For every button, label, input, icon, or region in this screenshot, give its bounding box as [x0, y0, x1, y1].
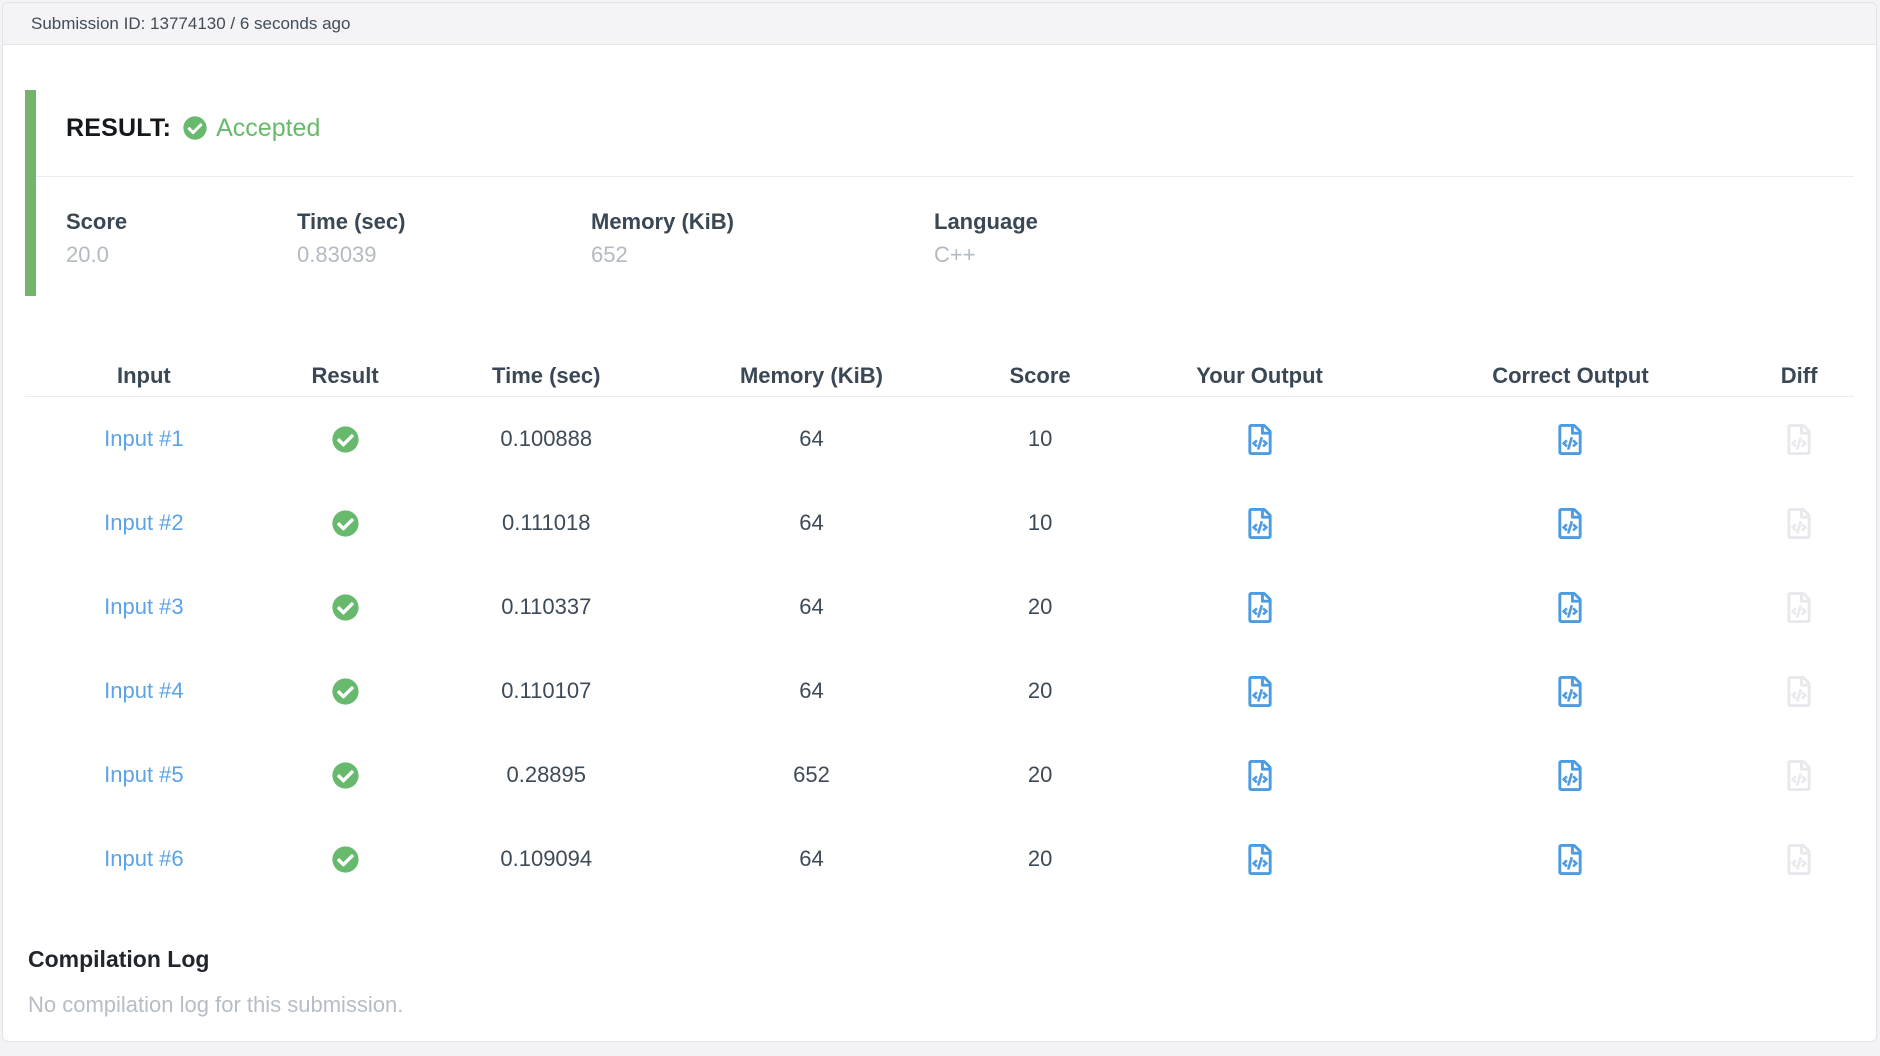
stat-time-value: 0.83039	[297, 242, 377, 267]
case-memory: 652	[793, 762, 830, 787]
stat-language: Language C++	[934, 206, 1038, 272]
case-memory: 64	[799, 678, 824, 703]
col-header-time: Time (sec)	[492, 362, 601, 388]
case-time: 0.111018	[502, 510, 591, 535]
your-output-file-icon[interactable]	[1248, 844, 1272, 875]
case-memory: 64	[799, 426, 824, 451]
table-row: Input #6 0.109094 64 20	[25, 817, 1854, 901]
table-row: Input #5 0.28895 652 20	[25, 733, 1854, 817]
case-time: 0.109094	[500, 846, 593, 871]
diff-file-icon	[1787, 592, 1811, 623]
case-memory: 64	[799, 510, 824, 535]
compilation-log-heading: Compilation Log	[28, 946, 210, 972]
result-heading: RESULT: Accepted	[36, 110, 1854, 146]
col-header-result: Result	[311, 362, 379, 388]
accepted-check-icon	[332, 762, 359, 789]
correct-output-file-icon[interactable]	[1558, 424, 1582, 455]
case-score: 10	[1027, 426, 1053, 451]
stat-time: Time (sec) 0.83039	[297, 206, 591, 272]
compilation-log-message: No compilation log for this submission.	[28, 992, 404, 1017]
diff-file-icon	[1787, 424, 1811, 455]
verdict-text: Accepted	[216, 113, 321, 142]
correct-output-file-icon[interactable]	[1558, 760, 1582, 791]
case-memory: 64	[799, 846, 824, 871]
case-score: 20	[1027, 846, 1053, 871]
result-stats: Score 20.0 Time (sec) 0.83039 Memory (Ki…	[36, 206, 1854, 272]
case-time: 0.28895	[506, 762, 587, 787]
col-header-diff: Diff	[1780, 362, 1818, 388]
accepted-check-icon	[332, 846, 359, 873]
verdict-wrap: Accepted	[183, 114, 320, 143]
diff-file-icon	[1787, 760, 1811, 791]
your-output-file-icon[interactable]	[1248, 592, 1272, 623]
table-row: Input #2 0.111018 64 10	[25, 481, 1854, 565]
correct-output-file-icon[interactable]	[1558, 592, 1582, 623]
your-output-file-icon[interactable]	[1248, 508, 1272, 539]
col-header-score: Score	[1009, 362, 1071, 388]
diff-file-icon	[1787, 508, 1811, 539]
stat-language-value: C++	[934, 242, 976, 267]
accepted-check-icon	[332, 678, 359, 705]
case-time: 0.100888	[500, 426, 593, 451]
table-row: Input #4 0.110107 64 20	[25, 649, 1854, 733]
case-score: 20	[1027, 594, 1053, 619]
case-score: 10	[1027, 510, 1053, 535]
correct-output-file-icon[interactable]	[1558, 676, 1582, 707]
diff-file-icon	[1787, 676, 1811, 707]
test-cases-table: Input Result Time (sec) Memory (KiB) Sco…	[25, 355, 1854, 901]
result-block: RESULT: Accepted Score 20.0 Time (sec) 0…	[25, 90, 1854, 296]
diff-file-icon	[1787, 844, 1811, 875]
input-link[interactable]: Input #2	[104, 510, 184, 535]
accepted-check-icon	[332, 510, 359, 537]
stat-score: Score 20.0	[66, 206, 297, 272]
correct-output-file-icon[interactable]	[1558, 844, 1582, 875]
your-output-file-icon[interactable]	[1248, 760, 1272, 791]
accepted-check-icon	[332, 426, 359, 453]
case-memory: 64	[799, 594, 824, 619]
result-divider	[36, 176, 1854, 177]
table-row: Input #1 0.100888 64 10	[25, 397, 1854, 481]
accepted-check-icon	[332, 594, 359, 621]
col-header-your-output: Your Output	[1196, 362, 1323, 388]
submission-header-bar: Submission ID: 13774130 / 6 seconds ago	[3, 3, 1876, 45]
input-link[interactable]: Input #5	[104, 762, 184, 787]
your-output-file-icon[interactable]	[1248, 676, 1272, 707]
panel-body: RESULT: Accepted Score 20.0 Time (sec) 0…	[3, 90, 1876, 1021]
stat-memory-label: Memory (KiB)	[591, 209, 735, 234]
input-link[interactable]: Input #3	[104, 594, 184, 619]
stat-time-label: Time (sec)	[297, 209, 406, 234]
your-output-file-icon[interactable]	[1248, 424, 1272, 455]
col-header-input: Input	[117, 362, 171, 388]
check-circle-icon	[183, 116, 207, 140]
input-link[interactable]: Input #4	[104, 678, 184, 703]
case-score: 20	[1027, 678, 1053, 703]
stat-memory: Memory (KiB) 652	[591, 206, 934, 272]
stat-memory-value: 652	[591, 242, 628, 267]
case-score: 20	[1027, 762, 1053, 787]
submission-id-text: Submission ID: 13774130 / 6 seconds ago	[31, 13, 351, 33]
input-link[interactable]: Input #1	[104, 426, 184, 451]
stat-language-label: Language	[934, 209, 1038, 234]
stat-score-value: 20.0	[66, 242, 109, 267]
table-header-row: Input Result Time (sec) Memory (KiB) Sco…	[25, 355, 1854, 397]
table-row: Input #3 0.110337 64 20	[25, 565, 1854, 649]
col-header-correct-output: Correct Output	[1492, 362, 1649, 388]
input-link[interactable]: Input #6	[104, 846, 184, 871]
correct-output-file-icon[interactable]	[1558, 508, 1582, 539]
result-label: RESULT:	[66, 113, 172, 142]
case-time: 0.110107	[501, 678, 592, 703]
compilation-log-section: Compilation Log No compilation log for t…	[25, 943, 1854, 1021]
stat-score-label: Score	[66, 209, 128, 234]
case-time: 0.110337	[501, 594, 592, 619]
col-header-memory: Memory (KiB)	[739, 362, 883, 388]
